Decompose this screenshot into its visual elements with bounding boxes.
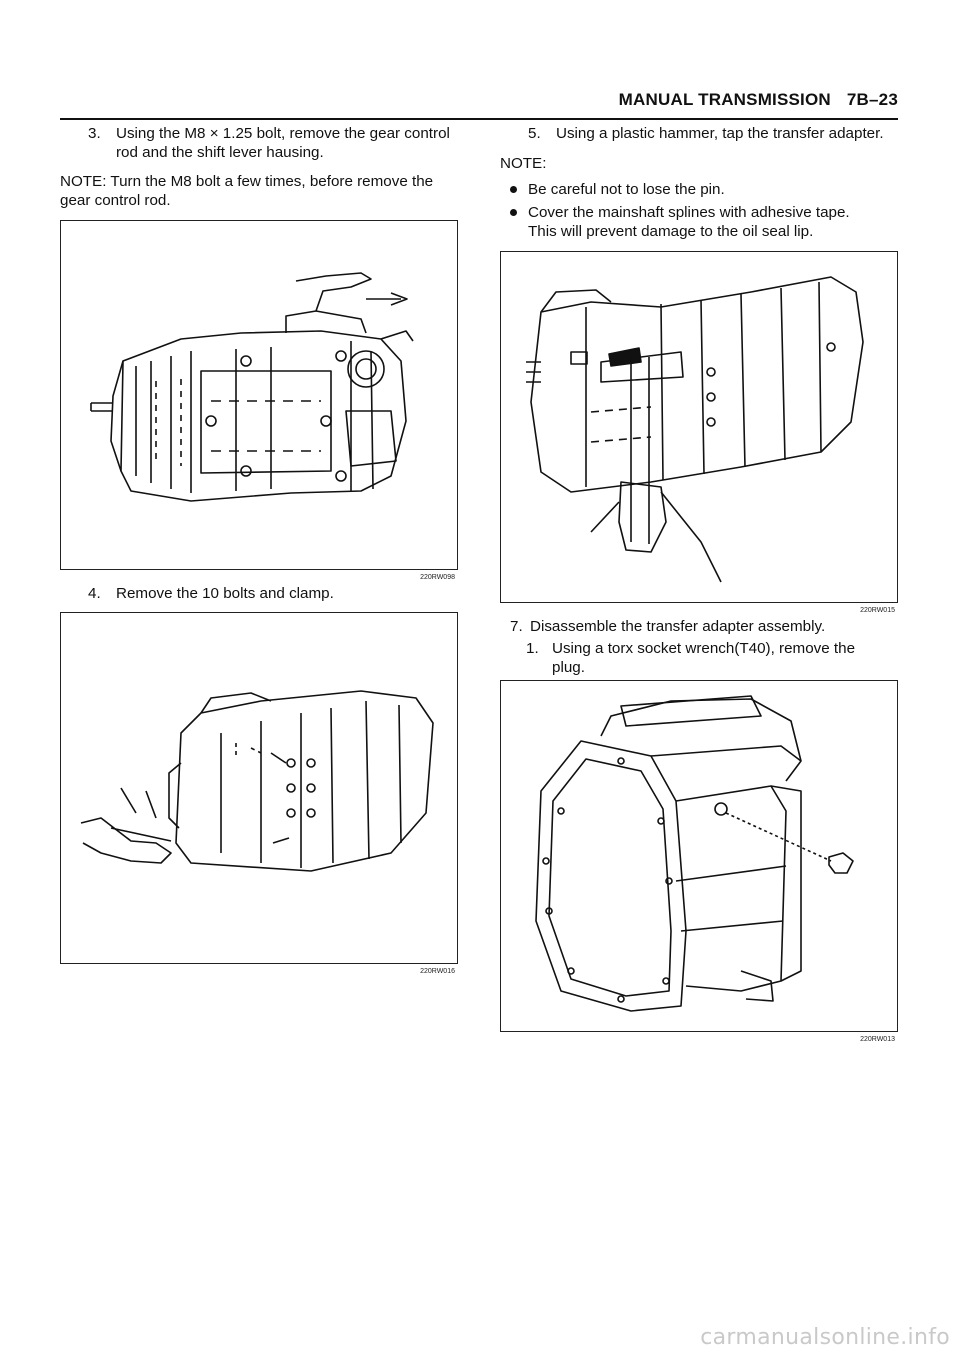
step-7: 7. Disassemble the transfer adapter asse…: [510, 617, 900, 637]
transfer-adapter-hammer-illustration: [526, 276, 864, 583]
bullet-text-line2: This will prevent damage to the oil seal…: [528, 223, 814, 240]
adapter-housing-illustration: [535, 695, 854, 1012]
step-text: Disassemble the transfer adapter assembl…: [530, 618, 826, 635]
step-text-line2: rod and the shift lever hausing.: [116, 144, 324, 161]
note-line2: gear control rod.: [60, 192, 171, 209]
figure-remove-bolts: 220RW016: [60, 612, 458, 975]
step-text: Remove the 10 bolts and clamp.: [116, 585, 334, 602]
step-text-line1: Using a torx socket wrench(T40), remove …: [552, 640, 856, 657]
step-number: 3.: [88, 125, 101, 142]
note-bullet-1: Be careful not to lose the pin.: [510, 180, 890, 200]
figure-torx-plug: 220RW013: [500, 680, 898, 1043]
step-number: 1.: [526, 640, 539, 657]
bullet-text-line1: Cover the mainshaft splines with adhesiv…: [528, 204, 850, 221]
step-number: 7.: [510, 618, 523, 635]
step-3: 3. Using the M8 × 1.25 bolt, remove the …: [88, 124, 468, 164]
step-text-line2: plug.: [552, 659, 585, 676]
note-bullet-2: Cover the mainshaft splines with adhesiv…: [510, 203, 890, 243]
step-4: 4. Remove the 10 bolts and clamp.: [88, 584, 468, 604]
step-number: 5.: [528, 125, 541, 142]
bullet-dot: [510, 209, 517, 216]
step-text: Using a plastic hammer, tap the transfer…: [556, 125, 884, 142]
transmission-bolts-illustration: [80, 690, 434, 872]
watermark-text: carmanualsonline.info: [700, 1325, 950, 1350]
figure-gear-control-rod: 220RW098: [60, 220, 458, 581]
sub-step-1: 1. Using a torx socket wrench(T40), remo…: [526, 639, 900, 679]
figure-id: 220RW013: [860, 1036, 895, 1043]
step-5: 5. Using a plastic hammer, tap the trans…: [528, 124, 908, 144]
page-number: 7B–23: [846, 90, 898, 109]
section-title: MANUAL TRANSMISSION: [618, 90, 831, 109]
figure-id: 220RW098: [420, 574, 455, 581]
bullet-dot: [510, 186, 517, 193]
note-2-label: NOTE:: [500, 154, 600, 174]
note-line1: NOTE: Turn the M8 bolt a few times, befo…: [60, 173, 434, 190]
transmission-side-illustration: [90, 272, 414, 502]
figure-id: 220RW016: [420, 968, 455, 975]
step-number: 4.: [88, 585, 101, 602]
page-header: MANUAL TRANSMISSION 7B–23: [60, 86, 898, 120]
step-text-line1: Using the M8 × 1.25 bolt, remove the gea…: [116, 125, 450, 142]
note-label: NOTE:: [500, 155, 547, 172]
figure-id: 220RW015: [860, 607, 895, 614]
figure-plastic-hammer: 220RW015: [500, 251, 898, 614]
header-title: MANUAL TRANSMISSION 7B–23: [619, 90, 898, 110]
note-1: NOTE: Turn the M8 bolt a few times, befo…: [60, 172, 470, 212]
bullet-text: Be careful not to lose the pin.: [528, 181, 725, 198]
